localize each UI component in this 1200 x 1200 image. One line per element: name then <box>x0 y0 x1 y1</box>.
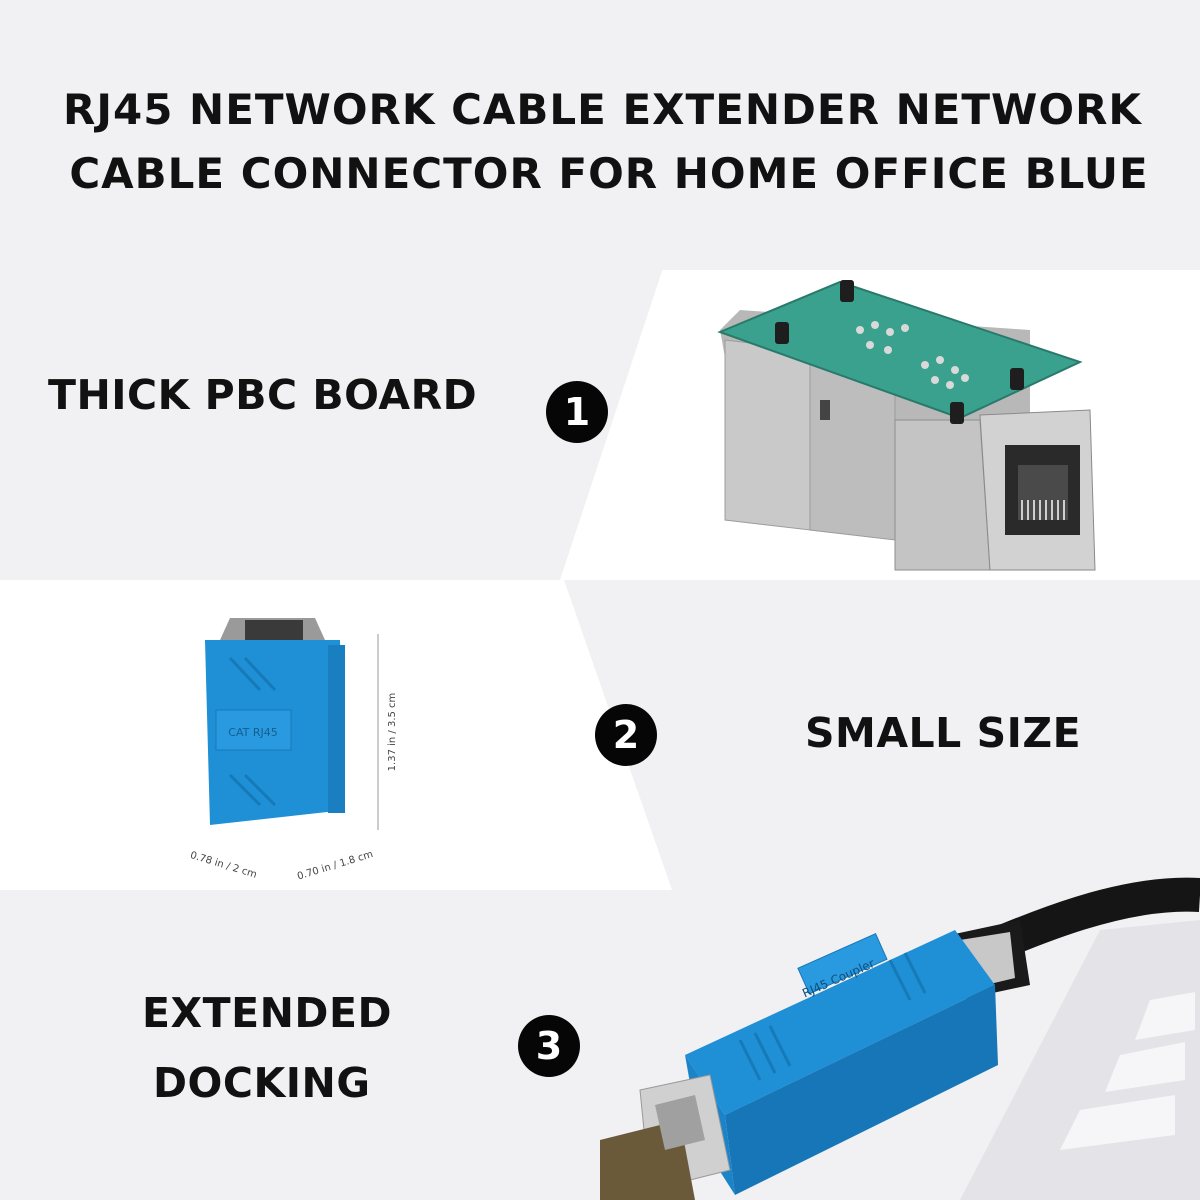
dimension-height: 1.37 in / 3.5 cm <box>387 693 398 772</box>
coupler-side-text: CAT RJ45 <box>228 726 277 739</box>
feature-1-label: THICK PBC BOARD <box>48 371 478 419</box>
title-line-1: RJ45 NETWORK CABLE EXTENDER NETWORK <box>63 85 1142 134</box>
feature-3-badge: 3 <box>518 1015 580 1077</box>
feature-3-label-line-2: DOCKING <box>153 1059 371 1107</box>
pcb-coupler-image <box>717 280 1096 571</box>
small-coupler-image: CAT RJ45 1.37 in / 3.5 cm <box>205 618 398 830</box>
feature-2-label: SMALL SIZE <box>805 709 1082 757</box>
title-line-2: CABLE CONNECTOR FOR HOME OFFICE BLUE <box>69 149 1149 198</box>
feature-3-label-line-1: EXTENDED <box>142 989 392 1037</box>
page-title: RJ45 NETWORK CABLE EXTENDER NETWORK CABL… <box>0 78 1200 206</box>
feature-2-badge: 2 <box>595 704 657 766</box>
feature-1-badge: 1 <box>546 381 608 443</box>
keyboard-image <box>960 920 1200 1200</box>
docking-coupler-image: RJ45 Coupler <box>600 877 1200 1200</box>
